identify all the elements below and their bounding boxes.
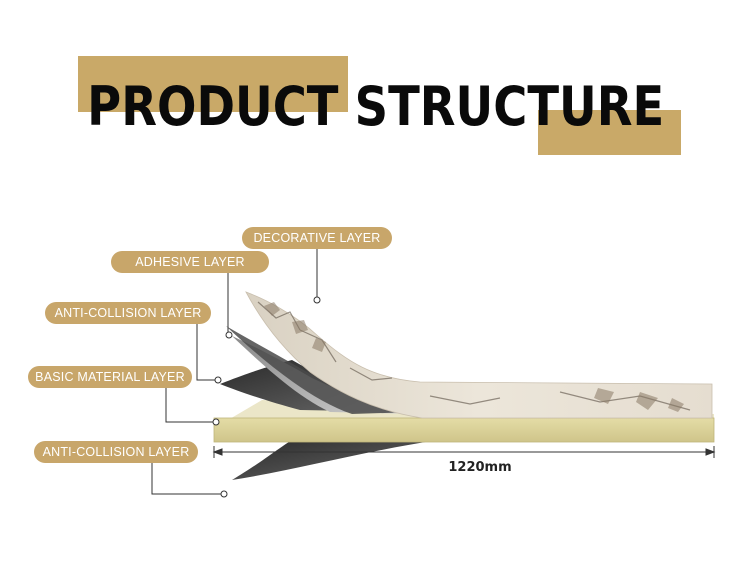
leader-dot-basic-material <box>212 418 220 426</box>
leader-dot-adhesive <box>225 331 233 339</box>
page-title: PRODUCT STRUCTURE <box>87 75 665 138</box>
leader-anti-collision-bottom <box>151 462 222 495</box>
label-basic-material-layer: BASIC MATERIAL LAYER <box>28 366 192 388</box>
marble-veins <box>257 301 691 411</box>
leader-dot-decorative <box>313 296 321 304</box>
label-anti-collision-layer-bottom: ANTI-COLLISION LAYER <box>34 441 198 463</box>
dimension-arrow-left <box>212 448 223 456</box>
leader-dot-anti-collision-bottom <box>220 490 228 498</box>
marble-patches <box>264 302 684 412</box>
label-decorative-layer: DECORATIVE LAYER <box>242 227 392 249</box>
dimension-arrow-right <box>705 448 716 456</box>
adhesive-sheet-dark <box>226 326 414 414</box>
label-adhesive-layer: ADHESIVE LAYER <box>111 251 269 273</box>
label-anti-collision-layer-top: ANTI-COLLISION LAYER <box>45 302 211 324</box>
leader-basic-material <box>165 388 214 423</box>
leader-anti-collision-top <box>196 324 216 381</box>
anti-collision-bottom-sheet <box>232 440 438 480</box>
dimension-label: 1220mm <box>448 460 512 475</box>
basic-material-board <box>213 417 715 443</box>
title-accent-block-right <box>538 110 681 155</box>
leader-dot-anti-collision-top <box>214 376 222 384</box>
title-accent-block-left <box>78 56 348 112</box>
